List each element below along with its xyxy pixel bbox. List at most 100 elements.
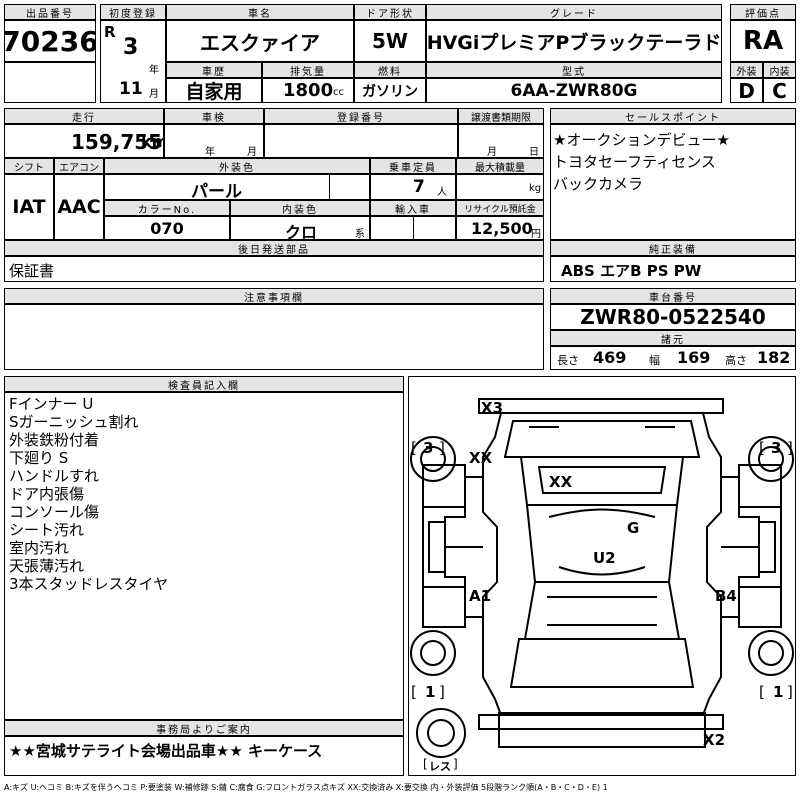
inspector-note-line: 3本スタッドレスタイヤ [9, 575, 169, 593]
damage-legend: A:キズ U:ヘコミ B:キズを伴うヘコミ P:要塗装 W:補修跡 S:錆 C:… [4, 783, 608, 792]
car-name-label: 車名 [166, 4, 354, 20]
genuine-equipment-label: 純正装備 [550, 240, 796, 256]
year-unit: 年 [149, 65, 159, 76]
mileage: 159,755 [71, 130, 163, 154]
import-cell [370, 216, 456, 240]
genuine-equipment-cell: ABS エアB PS PW [550, 256, 796, 282]
inspector-notes-label: 検査員記入欄 [4, 376, 404, 392]
damage-code-front-left: XX [469, 449, 493, 467]
door-type: 5W [354, 20, 426, 62]
height: 182 [757, 348, 791, 367]
registration-year: 3 [123, 35, 139, 60]
spare-tire-bracket-open: [ [423, 757, 428, 771]
tread-front-left: 3 [423, 439, 434, 457]
inspector-note-line: シート汚れ [9, 521, 85, 539]
model-label: 型式 [426, 62, 722, 78]
fuel-label: 燃料 [354, 62, 426, 78]
mileage-unit: km [141, 132, 163, 151]
genuine-equipment: ABS エアB PS PW [561, 262, 702, 280]
capacity-unit: 人 [437, 187, 447, 198]
length-label: 長さ [557, 354, 579, 367]
interior-color-cell: クロ 系 [230, 216, 370, 240]
spare-tire-status: レス [429, 760, 451, 773]
notes-label: 注意事項欄 [4, 288, 544, 304]
tread-bracket-front-left-close: ] [439, 439, 445, 457]
sales-point-line: トヨタセーフティセンス [553, 153, 716, 171]
displacement: 1800 [283, 80, 334, 101]
capacity-cell: 7 人 [370, 174, 456, 200]
width: 169 [677, 348, 711, 367]
dimensions-cell: 長さ 469 幅 169 高さ 182 [550, 346, 796, 370]
car-outline-drawing [410, 398, 794, 758]
interior-score-label: 内装 [763, 62, 796, 78]
inspector-note-line: 外装鉄粉付着 [9, 431, 100, 449]
later-shipping-parts-label: 後日発送部品 [4, 240, 544, 256]
displacement-unit: cc [333, 87, 344, 98]
shift-label: シフト [4, 158, 54, 174]
color-number: 070 [104, 216, 230, 240]
notes-box [4, 304, 544, 370]
later-shipping-parts-cell: 保証書 [4, 256, 544, 282]
tread-bracket-front-left: [ [411, 439, 417, 457]
tread-front-right: 3 [771, 439, 782, 457]
office-guidance-label: 事務局よりご案内 [4, 720, 404, 736]
month-unit: 月 [149, 89, 159, 100]
capacity-label: 乗車定員 [370, 158, 456, 174]
aircon: AAC [54, 174, 104, 240]
import-label: 輸入車 [370, 200, 456, 216]
recycle-fee-cell: 12,500 円 [456, 216, 544, 240]
inspection-year-unit: 年 [205, 147, 215, 158]
exterior-score: D [730, 78, 763, 103]
history-label: 車歴 [166, 62, 262, 78]
inspector-note-line: 天張薄汚れ [9, 557, 85, 575]
displacement-cell: 1800 cc [262, 78, 354, 103]
inspector-note-line: Sガーニッシュ割れ [9, 413, 139, 431]
damage-code-windshield: G [627, 519, 640, 537]
spare-tire-bracket-close: ] [453, 757, 458, 771]
tread-bracket-rear-left-close: ] [439, 683, 445, 701]
damage-code-hood: XX [549, 473, 573, 491]
registration-number-cell [264, 124, 458, 158]
tread-bracket-rear-left: [ [411, 683, 417, 701]
exterior-color: パール [191, 182, 242, 200]
inspector-notes-box: Fインナー U Sガーニッシュ割れ 外装鉄粉付着 下廻り S ハンドルすれ ドア… [4, 392, 404, 720]
damage-code-left-side: A1 [469, 587, 492, 605]
first-registration-label: 初度登録 [100, 4, 166, 20]
transfer-deadline-label: 譲渡書類期限 [458, 108, 544, 124]
inspector-note-line: Fインナー U [9, 395, 94, 413]
sales-points-box: ★オークションデビュー★ トヨタセーフティセンス バックカメラ [550, 124, 796, 240]
history: 自家用 [166, 78, 262, 103]
color-number-label: カラーNo. [104, 200, 230, 216]
inspector-note-line: 下廻り S [9, 449, 69, 467]
fuel: ガソリン [354, 78, 426, 103]
grade: HVGiプレミアPブラックテーラド [426, 20, 722, 62]
damage-code-roof: U2 [593, 549, 616, 567]
score-label: 評価点 [730, 4, 796, 20]
chassis-number-label: 車台番号 [550, 288, 796, 304]
office-guidance-cell: ★★宮城サテライト会場出品車★★ キーケース [4, 736, 404, 776]
model: 6AA-ZWR80G [426, 78, 722, 103]
inspector-note-line: ドア内張傷 [9, 485, 85, 503]
damage-code-front: X3 [481, 399, 504, 417]
tread-bracket-front-right-close: ] [787, 439, 793, 457]
length: 469 [593, 348, 627, 367]
auction-score: RA [730, 20, 796, 62]
office-guidance: ★★宮城サテライト会場出品車★★ キーケース [9, 742, 323, 760]
era: R [104, 23, 116, 41]
interior-color-unit: 系 [355, 229, 365, 240]
damage-code-right-side: B4 [715, 587, 737, 605]
inspector-note-line: 室内汚れ [9, 539, 70, 557]
tread-rear-right: 1 [773, 683, 784, 701]
capacity: 7 [413, 177, 425, 197]
height-label: 高さ [725, 354, 747, 367]
exterior-color-cell: パール [104, 174, 370, 200]
max-load-label: 最大積載量 [456, 158, 544, 174]
inspection-month-unit: 月 [247, 147, 257, 158]
registration-number-label: 登録番号 [264, 108, 458, 124]
car-name: エスクァイア [166, 20, 354, 62]
door-type-label: ドア形状 [354, 4, 426, 20]
inspector-note-line: コンソール傷 [9, 503, 100, 521]
lot-number-label: 出品番号 [4, 4, 96, 20]
interior-color-label: 内装色 [230, 200, 370, 216]
tread-bracket-rear-right: [ [759, 683, 765, 701]
